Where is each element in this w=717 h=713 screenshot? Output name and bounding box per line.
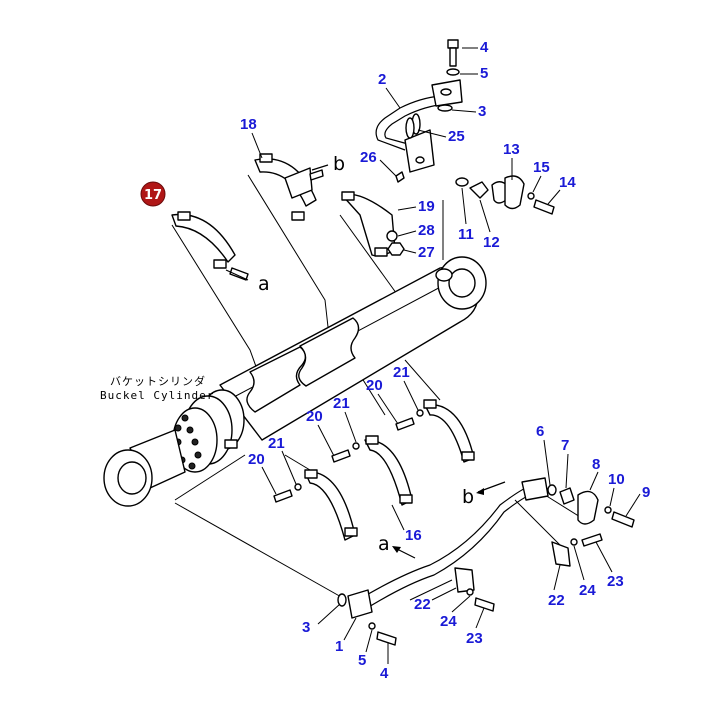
- ref-b-lower: b: [462, 486, 474, 508]
- tube-end-fasteners: [337, 588, 495, 646]
- callout-4-top[interactable]: 4: [480, 39, 489, 56]
- callout-24-right[interactable]: 24: [579, 582, 596, 599]
- callout-21-c[interactable]: 21: [268, 435, 285, 452]
- callout-15[interactable]: 15: [533, 159, 550, 176]
- bracket-19: [341, 171, 405, 257]
- callout-19[interactable]: 19: [418, 198, 435, 215]
- callout-28[interactable]: 28: [418, 222, 435, 239]
- ref-a-upper: a: [258, 273, 270, 295]
- callout-leaders: [251, 47, 641, 664]
- callout-9[interactable]: 9: [642, 484, 650, 501]
- callout-26[interactable]: 26: [360, 149, 377, 166]
- callout-16[interactable]: 16: [405, 527, 422, 544]
- reference-marks: a b a b: [225, 153, 506, 559]
- flange-parts-right: [455, 175, 555, 215]
- hose-2: [375, 79, 463, 173]
- callout-22-left[interactable]: 22: [414, 596, 431, 613]
- callout-labels: 4 5 2 3 25 18 26 13 15 14 19 28 27 11 12…: [240, 39, 650, 682]
- bolt-4-top: [437, 39, 460, 112]
- callout-24-left[interactable]: 24: [440, 613, 457, 630]
- callout-12[interactable]: 12: [483, 234, 500, 251]
- callout-7[interactable]: 7: [561, 437, 569, 454]
- callout-23-left[interactable]: 23: [466, 630, 483, 647]
- callout-27[interactable]: 27: [418, 244, 435, 261]
- callout-20-c[interactable]: 20: [248, 451, 265, 468]
- bolts-20-21: [273, 409, 424, 503]
- clamp-17: [171, 211, 249, 281]
- parts-6-10: [547, 484, 635, 547]
- svg-text:17: 17: [144, 188, 162, 203]
- callout-6[interactable]: 6: [536, 423, 544, 440]
- callout-10[interactable]: 10: [608, 471, 625, 488]
- callout-20-b[interactable]: 20: [306, 408, 323, 425]
- callout-20-a[interactable]: 20: [366, 377, 383, 394]
- callout-13[interactable]: 13: [503, 141, 520, 158]
- callout-18[interactable]: 18: [240, 116, 257, 133]
- callout-1[interactable]: 1: [335, 638, 343, 655]
- callout-21-b[interactable]: 21: [333, 395, 350, 412]
- callout-3-top[interactable]: 3: [478, 103, 486, 120]
- callout-25[interactable]: 25: [448, 128, 465, 145]
- callout-8[interactable]: 8: [592, 456, 600, 473]
- leader-lines: [171, 174, 586, 601]
- callout-23-right[interactable]: 23: [607, 573, 624, 590]
- ref-a-lower: a: [378, 533, 390, 555]
- callout-3-bottom[interactable]: 3: [302, 619, 310, 636]
- callout-11[interactable]: 11: [458, 226, 474, 243]
- cylinder-barrel: [103, 256, 487, 507]
- callout-4-bottom[interactable]: 4: [380, 665, 389, 682]
- callout-2[interactable]: 2: [378, 71, 386, 88]
- callout-22-right[interactable]: 22: [548, 592, 565, 609]
- caption-jp: バケットシリンダ: [110, 374, 206, 388]
- callout-21-a[interactable]: 21: [393, 364, 410, 381]
- caption-en: Buckel Cylinder: [100, 389, 214, 402]
- lower-tube: [347, 477, 571, 619]
- clamp-18: [254, 153, 324, 221]
- ref-b-upper: b: [333, 153, 345, 175]
- callout-5-bottom[interactable]: 5: [358, 652, 366, 669]
- callout-5-top[interactable]: 5: [480, 65, 488, 82]
- clamps-16: [224, 399, 475, 541]
- callout-14[interactable]: 14: [559, 174, 576, 191]
- callout-17-highlight[interactable]: 17: [140, 181, 166, 207]
